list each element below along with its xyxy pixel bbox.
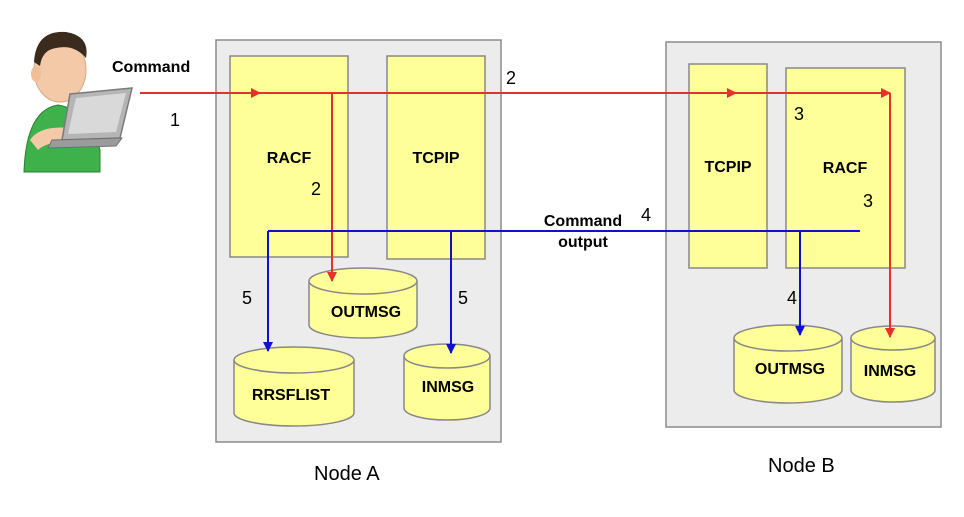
step-number-3-racf: 3: [863, 191, 873, 211]
node-a-tcpip-label: TCPIP: [412, 150, 459, 167]
node-a-inmsg-label: INMSG: [422, 379, 474, 396]
command-output-label-line2: output: [558, 234, 608, 251]
user-with-laptop-icon: [23, 31, 133, 173]
node-a-outmsg-label: OUTMSG: [331, 304, 401, 321]
step-number-4-low: 4: [787, 288, 797, 308]
node-b-outmsg-label: OUTMSG: [755, 361, 825, 378]
node-b-label: Node B: [768, 455, 835, 477]
node-a-racf-label: RACF: [267, 150, 312, 167]
command-output-label-line1: Command: [544, 213, 622, 230]
step-number-4-mid: 4: [641, 205, 651, 225]
node-b-tcpip-label: TCPIP: [704, 159, 751, 176]
step-number-5-mid: 5: [458, 288, 468, 308]
node-b-inmsg-label: INMSG: [864, 363, 916, 380]
output-path-blue: [263, 230, 860, 354]
node-a-rrsflist-label: RRSFLIST: [252, 387, 330, 404]
step-number-2-racf: 2: [311, 179, 321, 199]
node-b-racf-label: RACF: [823, 160, 868, 177]
node-a-racf-box: [229, 55, 349, 258]
node-a-label: Node A: [314, 463, 380, 485]
node-a-tcpip-box: [386, 55, 486, 260]
step-number-1: 1: [170, 110, 180, 130]
node-a-rrsflist-dataset: [233, 346, 355, 427]
step-number-3-top: 3: [794, 104, 804, 124]
step-number-5-left: 5: [242, 288, 252, 308]
node-a-inmsg-dataset: [403, 343, 491, 421]
command-path-red: [140, 88, 895, 338]
node-b-inmsg-dataset: [850, 325, 936, 403]
node-b-outmsg-dataset: [733, 324, 843, 404]
node-a-outmsg-dataset: [308, 267, 418, 339]
node-b-tcpip-box: [688, 63, 768, 269]
step-number-2-top: 2: [506, 68, 516, 88]
command-label: Command: [112, 59, 190, 76]
node-b-racf-box: [785, 67, 906, 269]
